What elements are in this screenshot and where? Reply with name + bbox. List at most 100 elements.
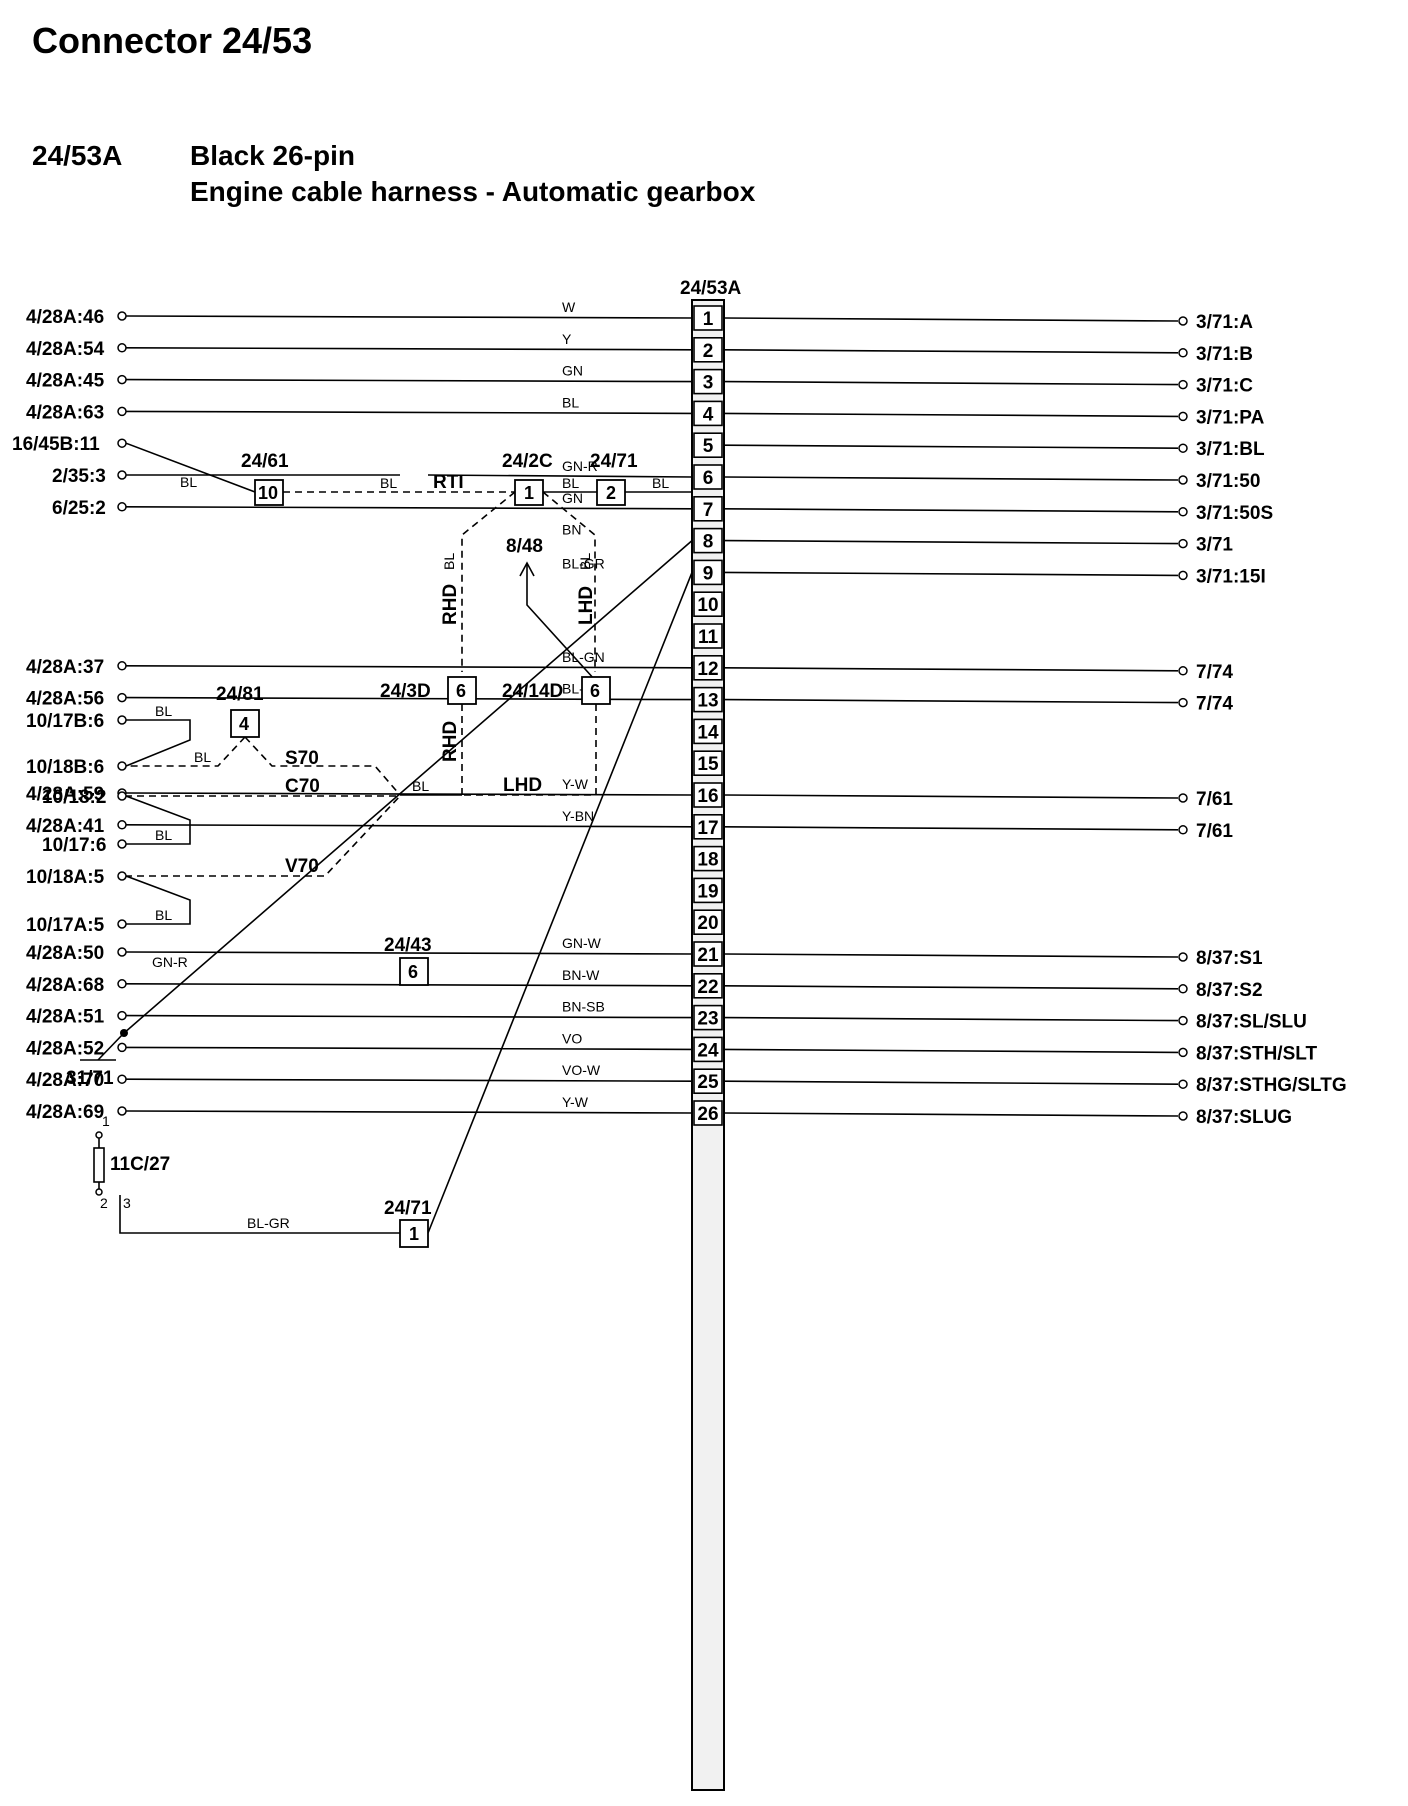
terminal-right-25: 8/37:STHG/SLTG [1196, 1075, 1347, 1096]
wire-right-16 [723, 794, 1179, 799]
fuse-pin-3: 3 [123, 1195, 131, 1211]
terminal-right-8: 3/71 [1196, 535, 1233, 556]
pin-box-18 [693, 845, 723, 872]
terminal-left-dot-24 [117, 1042, 127, 1053]
pin-number-24: 24 [697, 1040, 719, 1061]
wire-left-4 [125, 410, 693, 415]
wire-right-8 [723, 539, 1179, 545]
circuit-6-detail: 24/43 6 GN-R [152, 935, 432, 986]
splice-24-2c-name: 24/2C [502, 451, 553, 472]
wire-color-5: BL [180, 474, 197, 490]
splice-24-2c-pin: 1 [524, 483, 534, 503]
circuit-8-ground [80, 1029, 128, 1061]
pin-number-19: 19 [697, 881, 718, 902]
terminal-right-17: 7/61 [1196, 821, 1233, 842]
terminal-left-dot-25 [117, 1074, 127, 1084]
terminal-left-dot-22 [117, 979, 127, 989]
wire-right-25 [723, 1080, 1179, 1085]
pin-box-22 [693, 972, 723, 999]
wire-left-5 [125, 442, 256, 493]
ground-dot [120, 1029, 128, 1037]
pin-number-16: 16 [697, 786, 718, 807]
wire-right-22 [723, 985, 1179, 990]
terminal-left-4: 4/28A:63 [26, 402, 104, 423]
pin-number-22: 22 [697, 977, 718, 998]
harness-description: Engine cable harness - Automatic gearbox [190, 176, 756, 207]
wire-right-2 [723, 349, 1179, 354]
pin-number-4: 4 [703, 404, 714, 425]
terminal-left-dot-17 [117, 820, 127, 830]
terminal-left-dot-26 [117, 1106, 127, 1116]
wire-right-6 [723, 476, 1179, 481]
pin-box-25 [693, 1068, 723, 1094]
pin-box-24 [693, 1036, 723, 1063]
term-10-17a-5: 10/17A:5 [26, 915, 105, 936]
splice-24-71b-box [399, 1219, 429, 1248]
fuse-to-pin9 [119, 1195, 400, 1234]
s70-bl-label: BL [194, 749, 211, 765]
pin-box-15 [693, 750, 723, 777]
pin-number-11: 11 [698, 627, 719, 648]
splice-24-71b-pin: 1 [409, 1224, 419, 1244]
terminal-left-dot-4 [117, 406, 127, 417]
wire-color-4: BL [562, 394, 579, 410]
terminal-right-2: 3/71:B [1196, 344, 1253, 365]
terminal-left-8: 31/71 [66, 1068, 114, 1089]
term-10-17-6: 10/17:6 [42, 835, 106, 856]
ground-stem [97, 1032, 125, 1061]
lhd-label-2: LHD [503, 775, 542, 796]
pin-box-16 [693, 782, 723, 808]
terminal-right-dot-4 [1178, 411, 1188, 422]
pin-number-12: 12 [697, 659, 718, 680]
s70-branch [125, 736, 246, 767]
terminal-left-24: 4/28A:52 [26, 1038, 104, 1059]
pin-number-6: 6 [703, 468, 714, 489]
lhd-branch-upper [542, 491, 596, 672]
terminal-left-dot-6 [117, 470, 127, 480]
wire-left-2 [125, 346, 693, 351]
wire-bl-label-2: BL [380, 475, 397, 491]
terminal-left-2: 4/28A:54 [26, 339, 105, 360]
pin-box-3 [693, 368, 723, 395]
term-10-17-6-dot [117, 839, 127, 849]
pin-number-8: 8 [703, 532, 714, 553]
wire-left-9 [427, 572, 693, 1234]
pin-number-25: 25 [697, 1072, 719, 1093]
pin-number-3: 3 [703, 373, 714, 394]
pins-layer: 1234567891011121314151617181920212223242… [693, 305, 723, 1126]
wire-left-21 [125, 951, 693, 955]
splice-24-71-pin: 2 [606, 483, 616, 503]
terminal-left-dot-2 [117, 343, 127, 353]
wire-color-9: BL-GR [562, 555, 605, 571]
splice-24-61-name: 24/61 [241, 451, 289, 472]
terminal-left-21: 4/28A:50 [26, 943, 104, 964]
terminal-right-dot-1 [1178, 316, 1188, 326]
term-10-18b-6-dot [117, 761, 127, 771]
fuse-body [93, 1147, 105, 1183]
term-10-18b-6: 10/18B:6 [26, 757, 104, 778]
conn-24-3d-pin: 6 [456, 681, 466, 701]
pin-box-4 [693, 400, 723, 427]
wire-left-7 [125, 505, 693, 510]
pin-box-26 [693, 1100, 723, 1126]
terminal-right-13: 7/74 [1196, 694, 1233, 715]
wire-color-6: GN-R [562, 458, 598, 474]
pin-box-14 [693, 718, 723, 745]
s70-label: S70 [285, 748, 319, 769]
v70-branch [125, 795, 401, 877]
pin-box-19 [693, 877, 723, 904]
term-10-18-2: 10/18:2 [42, 787, 106, 808]
fuse-bottom-dot [95, 1188, 103, 1196]
v70-label: V70 [285, 856, 319, 877]
wire-left-17 [125, 823, 693, 828]
wire-color-8: BN [562, 522, 581, 538]
wire-bl-label-3: BL [562, 475, 579, 491]
bl-junction-label: BL [412, 778, 429, 794]
terminal-right-dot-3 [1178, 379, 1188, 390]
terminal-right-6: 3/71:50 [1196, 471, 1260, 492]
terminal-right-dot-7 [1178, 507, 1188, 517]
wire-left-25 [125, 1078, 693, 1082]
wire-color-25: VO-W [562, 1062, 601, 1078]
bridge-bl-1: BL [155, 703, 172, 719]
